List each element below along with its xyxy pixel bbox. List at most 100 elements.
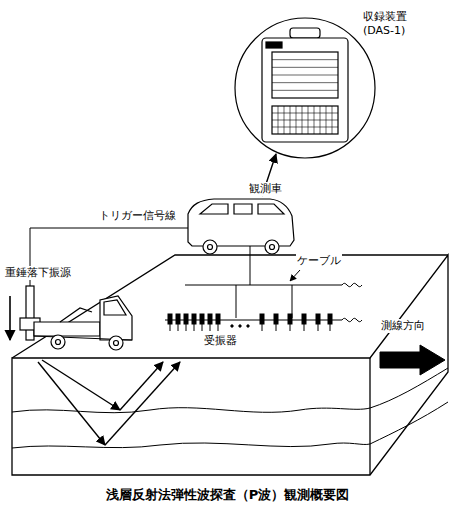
- ground-block: [369, 358, 370, 475]
- geophone: [218, 324, 219, 331]
- weight-drop-truck: [60, 308, 92, 322]
- geophone: [260, 314, 264, 324]
- geophone: [192, 314, 196, 324]
- observation-van: [234, 204, 252, 214]
- cable-label: ケーブル: [296, 254, 342, 268]
- geophone: [328, 314, 332, 324]
- ground-block: [12, 255, 448, 475]
- geophone: [194, 324, 195, 331]
- observation-van: [203, 240, 217, 254]
- cable: [342, 318, 362, 321]
- weight-drop-truck: [34, 322, 100, 336]
- line-direction-arrow: [380, 345, 445, 375]
- recorder-screen-grid: [272, 127, 338, 128]
- soil-layer-line: [12, 368, 448, 413]
- recorder-screen-grid: [314, 106, 315, 134]
- geophone: [168, 314, 332, 331]
- cable: [250, 246, 251, 285]
- ray-path: [105, 362, 180, 445]
- weight-drop-truck: [51, 335, 65, 349]
- recorder-screen-grid: [278, 106, 279, 134]
- recorder-screen-grid: [290, 106, 291, 134]
- device-label: 収録装置 (DAS-1): [362, 10, 426, 38]
- geophone: [231, 325, 233, 327]
- soil-layer-line: [12, 368, 448, 448]
- geophone: [288, 314, 292, 324]
- direction-label: 測線方向: [380, 319, 426, 333]
- recorder-screen-grid: [320, 106, 321, 134]
- recorder-callout: [290, 28, 320, 38]
- weight-drop-truck: [9, 296, 11, 340]
- geophone: [262, 324, 263, 331]
- geophone: [274, 314, 278, 324]
- observation-van: [188, 199, 294, 254]
- geophone: [176, 314, 180, 324]
- weight-drop-truck: [56, 340, 61, 345]
- recorder-screen-grid: [302, 106, 303, 134]
- figure-caption: 浅層反射法弾性波探査（P波）観測概要図: [0, 486, 455, 504]
- recorder-screen-grid: [272, 120, 338, 121]
- weight-drop-truck: [26, 286, 34, 340]
- recorder-screen-grid: [272, 60, 338, 134]
- geophone: [276, 324, 277, 331]
- geophone: [216, 314, 220, 324]
- recorder-screen-grid: [272, 75, 338, 76]
- weight-drop-truck: [109, 336, 123, 350]
- source-label: 重錘落下振源: [4, 266, 72, 280]
- recorder-screen-grid: [272, 82, 338, 83]
- geophone: [304, 324, 305, 331]
- geophone: [186, 324, 187, 331]
- line-label: トリガー信号線: [98, 209, 177, 223]
- geophone: [210, 324, 211, 331]
- line-direction-arrow: [380, 345, 445, 375]
- recorder-screen-grid: [308, 106, 309, 134]
- geophone: [316, 314, 320, 324]
- geophone: [239, 325, 241, 327]
- weight-drop-truck: [100, 296, 132, 340]
- geophone: [302, 314, 306, 324]
- observation-van: [270, 245, 275, 250]
- geophone: [208, 314, 212, 324]
- ray-path: [38, 360, 180, 445]
- recorder-screen-grid: [272, 59, 338, 60]
- recorder-screen-grid: [272, 67, 338, 68]
- ray-path: [42, 360, 120, 410]
- vehicle-label: 観測車: [248, 182, 283, 196]
- cable: [185, 285, 342, 286]
- observation-van: [258, 204, 284, 214]
- geophone: [200, 314, 204, 324]
- recorder-callout: [272, 52, 338, 98]
- weight-drop-truck: [10, 286, 132, 350]
- ground-block: [12, 255, 448, 475]
- geophone: [330, 324, 331, 331]
- recorder-screen-grid: [284, 106, 285, 134]
- recorder-screen-grid: [272, 90, 338, 91]
- observation-van: [188, 199, 294, 246]
- observation-van: [265, 240, 279, 254]
- ray-path: [120, 362, 163, 410]
- geophone: [247, 325, 249, 327]
- weight-drop-truck: [114, 341, 119, 346]
- recorder-callout: [262, 38, 348, 142]
- cable: [342, 283, 362, 286]
- recorder-callout: [235, 18, 375, 158]
- cable: [236, 285, 292, 318]
- ray-path: [38, 362, 105, 445]
- recorder-screen-grid: [272, 113, 338, 114]
- recorder-screen-grid: [332, 106, 333, 134]
- cable: [290, 270, 300, 281]
- recorder-callout: [266, 42, 282, 48]
- geophone: [184, 314, 188, 324]
- recorder-callout: [272, 106, 338, 134]
- geophone: [318, 324, 319, 331]
- recorder-callout: [235, 18, 375, 158]
- geophone: [202, 324, 203, 331]
- geophone: [170, 324, 171, 331]
- geophone: [168, 314, 172, 324]
- soil-layer-line: [12, 402, 448, 448]
- receiver-label: 受振器: [203, 334, 238, 348]
- weight-drop-truck: [104, 300, 126, 315]
- observation-van: [208, 245, 213, 250]
- cable: [165, 246, 362, 322]
